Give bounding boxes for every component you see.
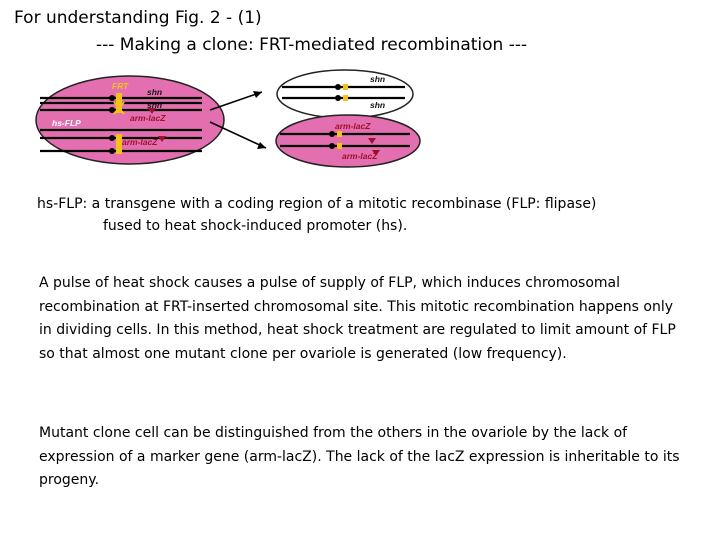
frt-site xyxy=(343,95,348,101)
centromere xyxy=(335,84,341,90)
hs-flp-label: hs-FLP xyxy=(52,118,81,128)
arrowhead-icon xyxy=(253,91,262,98)
arm-lacz-label: arm-lacZ xyxy=(122,137,158,147)
centromere xyxy=(109,95,115,101)
centromere xyxy=(329,143,335,149)
recombination-cross xyxy=(113,101,125,115)
frt-site xyxy=(343,84,348,90)
marker-arrow xyxy=(372,150,380,156)
twin-spot-cell xyxy=(275,114,421,168)
hs-flp-definition: hs-FLP: a transgene with a coding region… xyxy=(37,193,697,237)
arrow-to-top-cell xyxy=(209,91,263,111)
marker-arrow xyxy=(148,108,156,114)
frt-recombination-diagram: FRT hs-FLP shn shn arm-lacZ arm-lacZ shn… xyxy=(35,69,421,168)
centromere xyxy=(109,107,115,113)
frt-site xyxy=(116,134,122,154)
marker-arrow xyxy=(368,138,376,144)
slide-subtitle: --- Making a clone: FRT-mediated recombi… xyxy=(96,35,528,55)
frt-site xyxy=(337,143,342,149)
centromere xyxy=(329,131,335,137)
marker-arrow xyxy=(158,136,166,142)
arrow-to-bottom-cell xyxy=(209,121,267,149)
frt-site xyxy=(116,93,122,113)
shn-label: shn xyxy=(370,100,385,110)
centromere xyxy=(109,135,115,141)
arrowhead-icon xyxy=(257,142,266,149)
heat-shock-paragraph: A pulse of heat shock causes a pulse of … xyxy=(39,275,676,362)
arm-lacz-label: arm-lacZ xyxy=(130,113,166,123)
shn-label: shn xyxy=(147,87,162,97)
definition-line-1: hs-FLP: a transgene with a coding region… xyxy=(37,196,597,212)
definition-line-2: fused to heat shock-induced promoter (hs… xyxy=(103,218,408,234)
centromere xyxy=(335,95,341,101)
frt-site xyxy=(337,131,342,137)
arm-lacz-label: arm-lacZ xyxy=(342,151,378,161)
shn-label: shn xyxy=(147,100,162,110)
centromere xyxy=(109,148,115,154)
arm-lacz-label: arm-lacZ xyxy=(335,121,371,131)
frt-label: FRT xyxy=(112,81,129,91)
mutant-clone-paragraph: Mutant clone cell can be distinguished f… xyxy=(39,425,680,488)
slide-title: For understanding Fig. 2 - (1) xyxy=(14,8,262,28)
shn-label: shn xyxy=(370,74,385,84)
mutant-clone-cell xyxy=(276,69,414,119)
